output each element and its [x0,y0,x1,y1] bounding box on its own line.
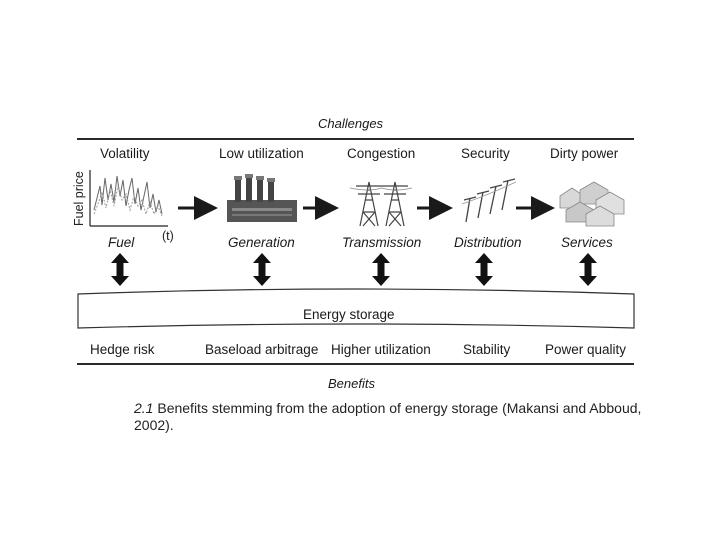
factory-icon [227,174,297,222]
time-axis-label: (t) [162,229,174,243]
double-arrow-icon [475,253,493,286]
benefit-power-quality: Power quality [545,342,626,357]
fuel-price-axis-label: Fuel price [72,171,86,226]
houses-icon [560,182,624,226]
double-arrow-icon [253,253,271,286]
sector-services: Services [561,235,613,250]
benefit-stability: Stability [463,342,510,357]
storage-connections [0,250,720,340]
challenges-rule [77,138,634,140]
figure-caption-text: Benefits stemming from the adoption of e… [134,400,641,433]
challenge-security: Security [461,146,510,161]
figure-number: 2.1 [134,400,153,416]
benefit-baseload-arbitrage: Baseload arbitrage [205,342,318,357]
challenges-header: Challenges [318,116,383,131]
fuel-price-chart: Fuel price (t) [72,170,174,243]
sector-fuel: Fuel [108,235,134,250]
challenge-volatility: Volatility [100,146,150,161]
energy-storage-label: Energy storage [303,307,395,322]
benefit-hedge-risk: Hedge risk [90,342,155,357]
challenge-congestion: Congestion [347,146,415,161]
challenge-dirty-power: Dirty power [550,146,618,161]
double-arrow-icon [111,253,129,286]
sector-generation: Generation [228,235,295,250]
benefits-rule [77,363,634,365]
figure-caption: 2.1 Benefits stemming from the adoption … [134,400,654,434]
challenge-low-utilization: Low utilization [219,146,304,161]
benefit-higher-utilization: Higher utilization [331,342,431,357]
sector-transmission: Transmission [342,235,421,250]
transmission-tower-icon [350,182,412,226]
double-arrow-icon [372,253,390,286]
double-arrow-icon [579,253,597,286]
sector-distribution: Distribution [454,235,522,250]
distribution-pole-icon [462,179,516,222]
benefits-header: Benefits [328,376,375,391]
